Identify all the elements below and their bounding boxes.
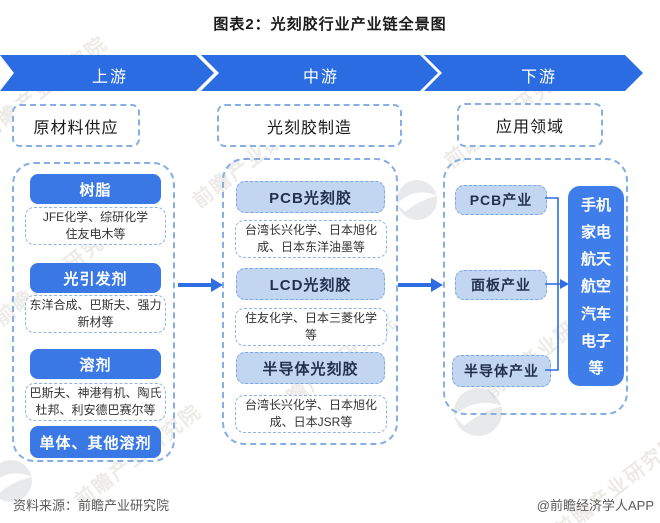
application-line: 汽车 bbox=[580, 305, 611, 323]
downstream-industry-semiconductor: 半导体产业 bbox=[452, 355, 551, 387]
application-line: 电子 bbox=[580, 332, 611, 350]
flow-arrow-midstream-to-downstream bbox=[398, 278, 443, 292]
upstream-panel: 树脂 JFE化学、综研化学 住友电木等 光引发剂 东洋合成、巴斯夫、强力 新材等… bbox=[12, 162, 175, 462]
stage-label-downstream: 下游 bbox=[520, 69, 558, 86]
downstream-panel: PCB产业 面板产业 半导体产业 手机 家电 航天 航空 汽车 电子 等 bbox=[443, 158, 628, 415]
chart-title: 图表2：光刻胶行业产业链全景图 bbox=[213, 16, 447, 33]
arrowhead-icon bbox=[431, 278, 443, 292]
watermark-logo-icon bbox=[397, 180, 437, 220]
upstream-category-monomer: 单体、其他溶剂 bbox=[30, 426, 161, 458]
source-text: 资料来源：前瞻产业研究院 bbox=[13, 498, 170, 513]
connector-arrowhead-icon bbox=[560, 279, 569, 289]
connector-pcb-line bbox=[545, 197, 559, 284]
upstream-category-solvent: 溶剂 bbox=[30, 349, 161, 379]
application-line: 等 bbox=[588, 359, 604, 377]
company-line: 台湾长兴化学、日本旭化 bbox=[244, 223, 377, 238]
midstream-header: 光刻胶制造 bbox=[217, 104, 402, 147]
midstream-companies-semiconductor: 台湾长兴化学、日本旭化 成、日本JSR等 bbox=[235, 395, 387, 433]
midstream-companies-lcd: 住友化学、日本三菱化学 等 bbox=[235, 308, 387, 346]
stage-arrow-shape-downstream bbox=[424, 55, 643, 91]
application-line: 航空 bbox=[580, 278, 611, 296]
upstream-header: 原材料供应 bbox=[12, 104, 140, 147]
stage-arrow-shape-midstream bbox=[201, 55, 438, 91]
company-line: 台湾长兴化学、日本旭化 bbox=[244, 398, 377, 413]
flow-banner bbox=[0, 55, 643, 91]
midstream-panel: PCB光刻胶 台湾长兴化学、日本旭化 成、日本东洋油墨等 LCD光刻胶 住友化学… bbox=[222, 158, 398, 445]
downstream-industry-panel: 面板产业 bbox=[455, 270, 547, 300]
midstream-product-pcb: PCB光刻胶 bbox=[236, 181, 385, 213]
company-line: 东洋合成、巴斯夫、强力 bbox=[29, 298, 162, 313]
company-line: 新材等 bbox=[77, 315, 114, 329]
upstream-category-resin: 树脂 bbox=[30, 174, 161, 204]
company-line: 成、日本JSR等 bbox=[269, 415, 353, 429]
company-line: 住友电木等 bbox=[65, 227, 126, 241]
company-line: JFE化学、综研化学 bbox=[42, 210, 149, 225]
upstream-companies-solvent: 巴斯夫、神港有机、陶氏 杜邦、利安德巴赛尔等 bbox=[25, 383, 166, 421]
company-line: 成、日本东洋油墨等 bbox=[256, 240, 365, 254]
company-line: 住友化学、日本三菱化学 bbox=[244, 311, 377, 326]
downstream-header: 应用领域 bbox=[457, 103, 603, 147]
upstream-companies-photoinitiator: 东洋合成、巴斯夫、强力 新材等 bbox=[25, 295, 166, 333]
stage-arrow-shape-upstream bbox=[0, 55, 214, 91]
arrowhead-icon bbox=[211, 278, 223, 292]
stage-label-midstream: 中游 bbox=[302, 69, 340, 86]
stage-label-upstream: 上游 bbox=[91, 69, 129, 86]
application-line: 家电 bbox=[580, 224, 611, 242]
midstream-product-lcd: LCD光刻胶 bbox=[236, 268, 385, 300]
application-line: 航天 bbox=[580, 251, 611, 269]
applications-box: 手机 家电 航天 航空 汽车 电子 等 bbox=[568, 186, 624, 386]
midstream-product-semiconductor: 半导体光刻胶 bbox=[236, 352, 385, 384]
upstream-category-photoinitiator: 光引发剂 bbox=[30, 263, 161, 293]
company-line: 杜邦、利安德巴赛尔等 bbox=[35, 403, 156, 417]
midstream-companies-pcb: 台湾长兴化学、日本旭化 成、日本东洋油墨等 bbox=[235, 220, 387, 258]
downstream-industry-pcb: PCB产业 bbox=[455, 185, 547, 215]
company-line: 巴斯夫、神港有机、陶氏 bbox=[29, 386, 162, 401]
connector-lines bbox=[545, 197, 569, 371]
company-line: 等 bbox=[304, 328, 317, 342]
connector-semiconductor-line bbox=[545, 284, 559, 371]
upstream-companies-resin: JFE化学、综研化学 住友电木等 bbox=[25, 207, 166, 245]
credit-text: @前瞻经济学人APP bbox=[536, 498, 654, 513]
application-line: 手机 bbox=[580, 197, 611, 215]
flow-arrow-upstream-to-midstream bbox=[178, 278, 223, 292]
